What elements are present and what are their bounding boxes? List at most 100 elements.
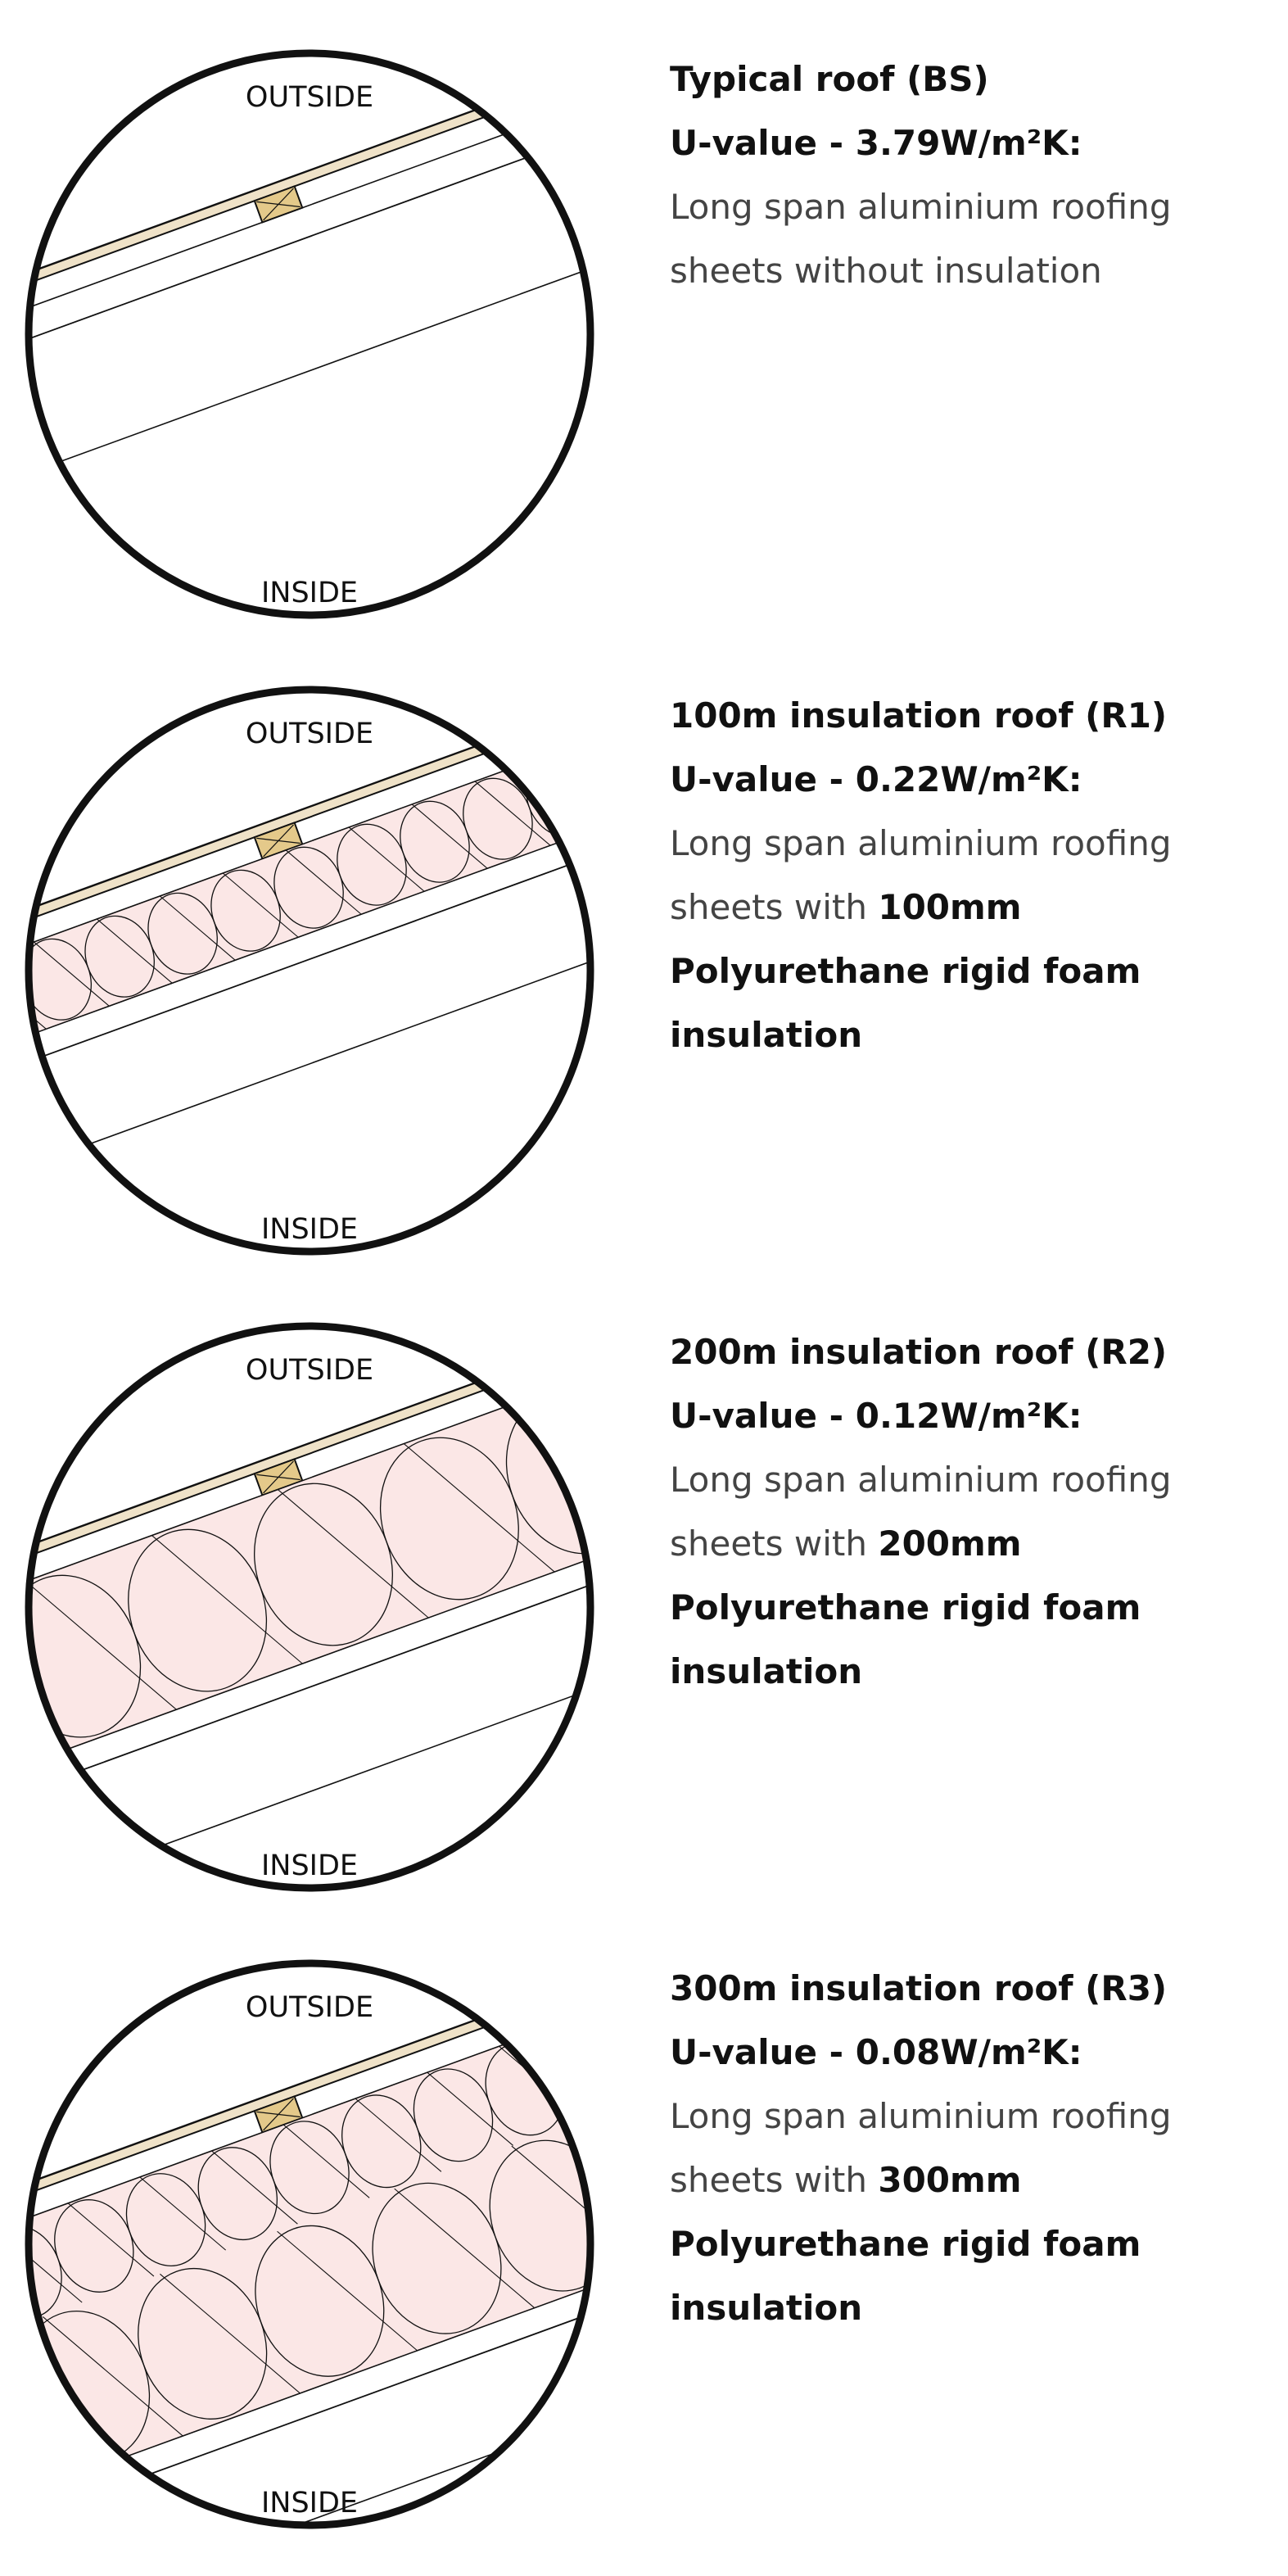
insulation-loop-diagonal	[282, 2124, 370, 2198]
insulation-thickness: 200mm	[878, 1523, 1022, 1564]
outside-label: OUTSIDE	[246, 1991, 373, 2024]
insulation-loop-diagonal	[277, 1489, 429, 1618]
section-circle	[25, 49, 594, 619]
roof-section-r1: OUTSIDE INSIDE	[25, 686, 676, 1256]
purlin-cross	[263, 2098, 294, 2131]
section-circle	[25, 1322, 594, 1892]
outside-label: OUTSIDE	[246, 718, 373, 750]
roof-sheet	[29, 1326, 590, 1657]
roof-section-r2: OUTSIDE INSIDE	[25, 1322, 594, 1892]
insulation-loop-diagonal	[285, 849, 362, 915]
description-line: Long span aluminium roofing	[670, 823, 1172, 863]
insulation-loop-diagonal	[42, 2316, 183, 2437]
description-bs: Typical roof (BS) U-value - 3.79W/m²K: L…	[670, 48, 1276, 303]
inside-label: INSIDE	[261, 577, 358, 609]
rafter-line	[29, 68, 590, 406]
insulation-word: insulation	[670, 1015, 863, 1055]
u-value: U-value - 0.22W/m²K:	[670, 759, 1082, 799]
insulation-loop-diagonal	[601, 736, 676, 799]
ceiling-bottom	[29, 901, 590, 1239]
description-text: sheets with	[670, 887, 879, 927]
description-line: Long span aluminium roofing	[670, 2096, 1172, 2136]
insulation-loop-diagonal	[67, 2203, 155, 2277]
description-line-2: sheets with 200mm	[670, 1512, 1276, 1576]
insulation-material: Polyurethane rigid foam	[670, 1587, 1141, 1628]
insulation-loop	[29, 2353, 33, 2506]
insulation-material: Polyurethane rigid foam	[670, 2224, 1141, 2264]
insulation-loop-diagonal	[160, 2273, 301, 2394]
description-text: sheets with	[670, 2160, 879, 2200]
ceiling-top	[29, 2244, 590, 2525]
roof-layers-r2	[29, 1326, 590, 1888]
insulation-loop	[589, 731, 590, 814]
insulation-loop-diagonal	[29, 2229, 83, 2303]
roof-layers-bs	[29, 53, 590, 553]
insulation-loop-diagonal	[211, 2150, 298, 2225]
insulation-loop-diagonal	[570, 2019, 590, 2094]
insulation-loop-diagonal	[427, 2071, 513, 2146]
u-value: U-value - 0.12W/m²K:	[670, 1396, 1082, 1436]
roof-section-r3: OUTSIDE INSIDE	[0, 1959, 594, 2529]
purlin-cross	[263, 188, 294, 221]
insulation-loop-diagonal	[0, 2256, 10, 2329]
description-line-2: sheets with 100mm	[670, 876, 1276, 939]
insulation-loop-diagonal	[159, 895, 236, 961]
description-r3: 300m insulation roof (R3) U-value - 0.08…	[670, 1957, 1276, 2340]
insulation-loop-diagonal	[355, 2098, 442, 2172]
insulation-loop-diagonal	[29, 2359, 66, 2479]
insulation-loop	[489, 2139, 590, 2292]
insulation-thickness: 100mm	[878, 887, 1022, 927]
description-r2: 200m insulation roof (R2) U-value - 0.12…	[670, 1320, 1276, 1704]
inside-label: INSIDE	[261, 1849, 358, 1882]
insulation-loop-diagonal	[411, 804, 488, 869]
insulation-loop-diagonal	[403, 1443, 555, 1573]
insulation-loop-diagonal	[151, 1535, 303, 1664]
ceiling-bottom	[29, 1618, 590, 1888]
insulation-loop-diagonal	[348, 826, 425, 892]
description-line: Long span aluminium roofing	[670, 1460, 1172, 1500]
purlin-cross	[263, 824, 294, 858]
roof-sheet	[29, 53, 590, 384]
section-circle	[25, 686, 594, 1256]
insulation-loop	[557, 2016, 590, 2110]
insulation-loop-diagonal	[222, 872, 299, 938]
description-line-2: sheets without insulation	[670, 251, 1102, 291]
insulation-loop-diagonal	[537, 758, 590, 823]
insulation-layer	[29, 1342, 590, 1840]
insulation-material: Polyurethane rigid foam	[670, 951, 1141, 991]
panel-title: 100m insulation roof (R1)	[670, 695, 1168, 736]
insulation-loop	[0, 2241, 2, 2356]
insulation-loop-diagonal	[29, 1581, 177, 1710]
insulation-loop-diagonal	[96, 918, 173, 984]
outside-label: OUTSIDE	[246, 81, 373, 114]
ceiling-bottom	[29, 2336, 590, 2525]
inside-label: INSIDE	[261, 1213, 358, 1246]
inside-label: INSIDE	[261, 2487, 358, 2519]
description-text: sheets with	[670, 1523, 879, 1564]
u-value: U-value - 0.08W/m²K:	[670, 2032, 1082, 2072]
description-r1: 100m insulation roof (R1) U-value - 0.22…	[670, 684, 1276, 1067]
outside-label: OUTSIDE	[246, 1354, 373, 1387]
insulation-loop-diagonal	[474, 781, 551, 846]
roof-sheet	[29, 1963, 590, 2294]
panel-title: 300m insulation roof (R3)	[670, 1968, 1168, 2008]
insulation-loop-diagonal	[394, 2188, 536, 2309]
roof-sheet	[29, 690, 590, 1021]
insulation-loop-diagonal	[34, 941, 110, 1007]
insulation-loop-diagonal	[139, 2176, 227, 2251]
description-line-2: sheets with 300mm	[670, 2148, 1276, 2212]
insulation-bottom	[29, 2221, 590, 2525]
roof-section-bs: OUTSIDE INSIDE	[25, 49, 594, 619]
purlin-cross	[263, 1460, 294, 1494]
insulation-thickness: 300mm	[878, 2160, 1022, 2200]
u-value: U-value - 3.79W/m²K:	[670, 123, 1082, 163]
ceiling-bottom	[29, 215, 590, 553]
panel-title: 200m insulation roof (R2)	[670, 1332, 1168, 1372]
insulation-word: insulation	[670, 2288, 863, 2328]
description-line: Long span aluminium roofing	[670, 187, 1172, 227]
insulation-word: insulation	[670, 1651, 863, 1691]
ceiling-top	[29, 1526, 590, 1864]
insulation-layer	[29, 1979, 590, 2525]
insulation-loop-diagonal	[277, 2230, 418, 2352]
